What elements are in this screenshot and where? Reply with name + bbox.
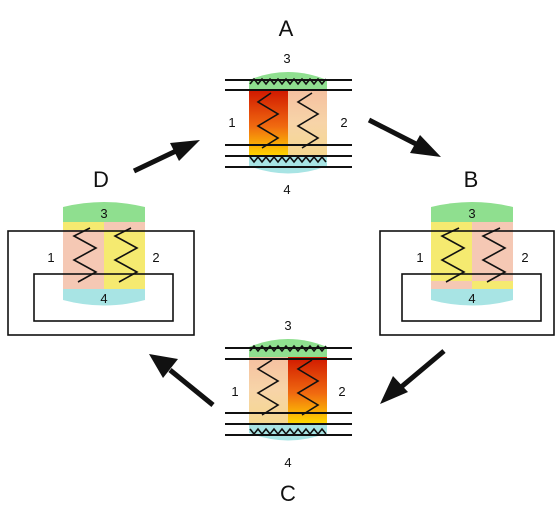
top-reservoir-3 [431, 202, 513, 222]
label-1: 1 [47, 250, 54, 265]
inner-loop [401, 273, 542, 322]
top-reservoir-3 [63, 202, 145, 222]
arrow-a-to-b [367, 117, 441, 157]
label-4: 4 [284, 455, 291, 470]
left-chamber-1-band [63, 222, 104, 230]
outer-frame [7, 230, 195, 336]
contact-edge-bottom [249, 155, 327, 164]
stage-label-a: A [279, 16, 294, 41]
stage-b: B 3 1 2 4 [379, 167, 555, 336]
right-chamber-2 [288, 90, 327, 156]
inner-loop [33, 273, 174, 322]
right-chamber-2-band [104, 222, 145, 230]
arrow-shaft [168, 368, 215, 407]
label-2: 2 [521, 250, 528, 265]
spring-1 [256, 92, 280, 149]
arrow-head [410, 135, 441, 157]
label-2: 2 [338, 384, 345, 399]
arrow-b-to-c [380, 349, 446, 404]
stage-d: D 3 1 2 4 [7, 167, 195, 336]
bottom-reservoir-4 [63, 289, 145, 306]
stage-label-b: B [464, 167, 479, 192]
left-chamber-1 [249, 90, 288, 156]
label-4: 4 [283, 182, 290, 197]
label-4: 4 [468, 291, 475, 306]
stage-label-c: C [280, 481, 296, 506]
label-3: 3 [283, 51, 290, 66]
right-chamber-2-band [472, 281, 513, 289]
contact-edge-bottom [249, 427, 327, 436]
arrow-head [170, 140, 200, 161]
label-1: 1 [228, 115, 235, 130]
label-3: 3 [100, 206, 107, 221]
arrow-head [149, 354, 178, 378]
outer-frame [379, 230, 555, 336]
spring-1 [256, 359, 280, 416]
stage-a: A 3 1 2 4 [225, 16, 352, 197]
spring-2 [296, 92, 320, 149]
spring-2 [296, 359, 320, 416]
arrow-head [380, 376, 408, 404]
left-chamber-1-band [431, 281, 472, 289]
bottom-reservoir-4 [431, 289, 513, 306]
label-1: 1 [416, 250, 423, 265]
arrow-shaft [132, 148, 178, 174]
arrow-c-to-d [149, 354, 215, 407]
arrow-d-to-a [132, 140, 200, 174]
stage-label-d: D [93, 167, 109, 192]
label-3: 3 [284, 318, 291, 333]
label-1: 1 [231, 384, 238, 399]
stage-c: 3 1 2 4 C [225, 318, 352, 506]
label-2: 2 [340, 115, 347, 130]
arrow-shaft [367, 117, 418, 147]
label-3: 3 [468, 206, 475, 221]
arrow-shaft [398, 349, 446, 390]
label-2: 2 [152, 250, 159, 265]
label-4: 4 [100, 291, 107, 306]
